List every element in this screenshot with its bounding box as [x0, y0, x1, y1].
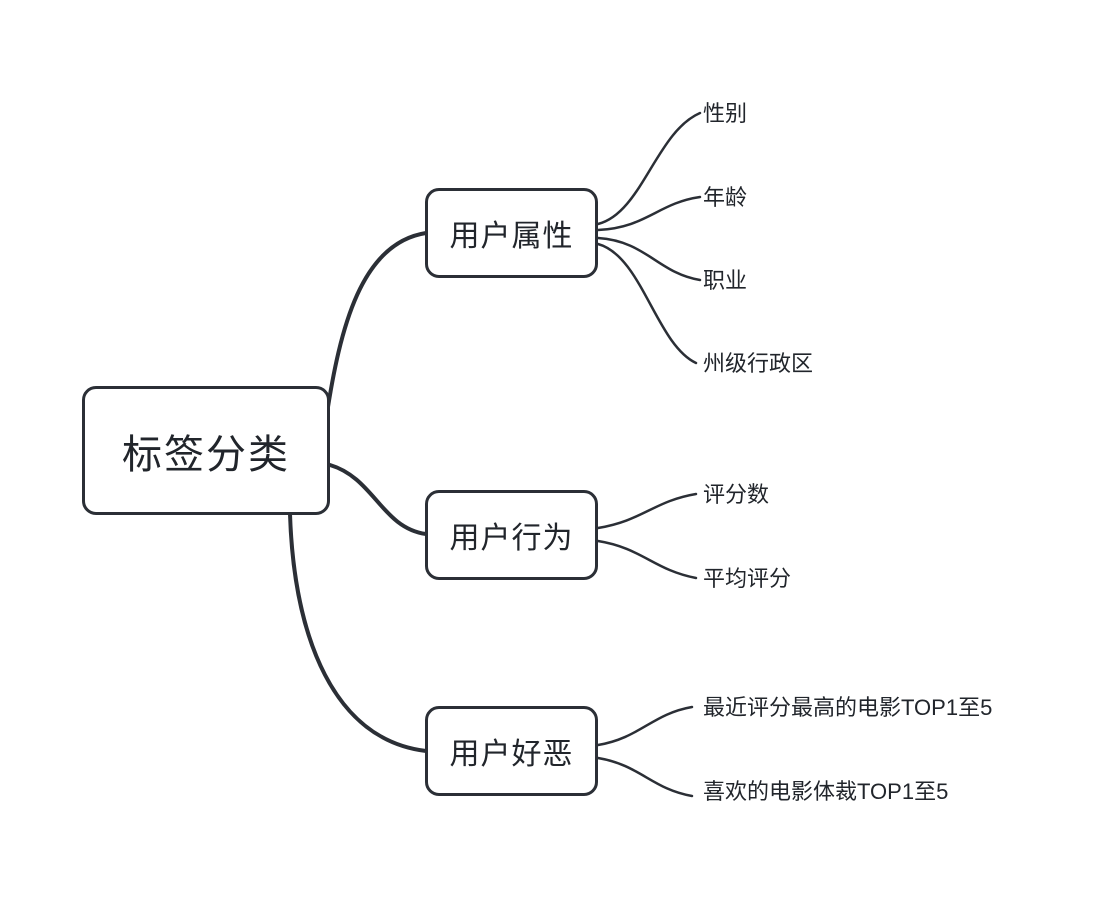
leaf-node-occupation[interactable]: 职业	[703, 264, 748, 294]
branch-node-user-attributes[interactable]: 用户属性	[425, 188, 598, 278]
connector-attr-gender	[596, 111, 702, 226]
leaf-node-top-rated-movies[interactable]: 最近评分最高的电影TOP1至5	[703, 691, 993, 721]
leaf-node-gender[interactable]: 性别	[703, 97, 748, 127]
connector-behavior-avg-rating	[596, 539, 698, 580]
root-node[interactable]: 标签分类	[82, 386, 330, 515]
connector-root-preferences	[288, 512, 428, 753]
branch-node-user-behavior[interactable]: 用户行为	[425, 490, 598, 580]
connector-pref-top-movies	[596, 705, 694, 747]
connector-behavior-rating-count	[596, 492, 698, 530]
leaf-node-rating-count[interactable]: 评分数	[703, 478, 770, 508]
connector-pref-top-genres	[596, 756, 694, 798]
connector-attr-occupation	[596, 236, 702, 282]
connector-root-behavior	[328, 463, 428, 536]
branch-node-user-preferences[interactable]: 用户好恶	[425, 706, 598, 796]
leaf-node-favorite-genres[interactable]: 喜欢的电影体裁TOP1至5	[703, 775, 949, 805]
connector-root-attributes	[324, 231, 428, 422]
leaf-node-state-region[interactable]: 州级行政区	[703, 347, 814, 377]
connector-attr-age	[596, 195, 702, 232]
connector-attr-state	[596, 242, 698, 365]
leaf-node-average-rating[interactable]: 平均评分	[703, 562, 792, 592]
leaf-node-age[interactable]: 年龄	[703, 181, 748, 211]
